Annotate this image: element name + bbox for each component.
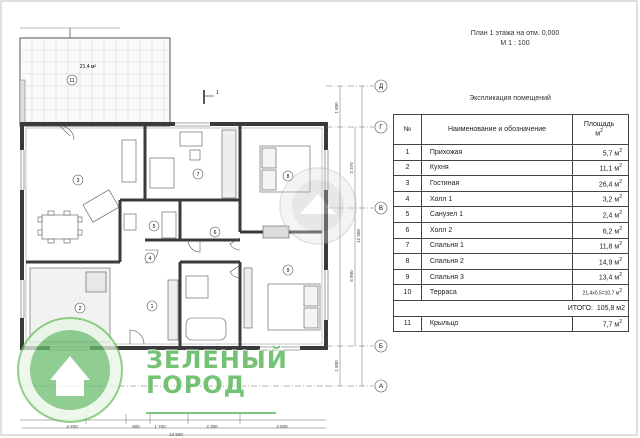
svg-text:5 800: 5 800	[349, 270, 354, 282]
watermark-text: ЗЕЛЕНЫЙ ГОРОД	[146, 346, 288, 399]
svg-text:4 200: 4 200	[66, 424, 78, 429]
header-num: №	[393, 114, 422, 145]
header-name: Наименование и обозначение	[420, 114, 574, 145]
svg-text:1 800: 1 800	[334, 102, 339, 114]
room-label: 4	[149, 256, 152, 262]
total-value: 105,8 м2	[596, 304, 625, 312]
room-label: 7	[197, 172, 200, 178]
explication-title: Экспликация помещений	[469, 95, 551, 102]
svg-text:12 900: 12 900	[356, 229, 361, 243]
plan-scale: М 1 : 100	[500, 40, 530, 47]
svg-text:Б: Б	[379, 344, 383, 350]
windows	[20, 122, 329, 351]
svg-text:2 300: 2 300	[206, 424, 218, 429]
room-label: 2	[79, 306, 82, 312]
exterior-walls	[20, 122, 328, 350]
watermark-underline	[146, 412, 276, 414]
axis-letters: Д Г В Б А	[379, 84, 383, 390]
total-label: ИТОГО:	[567, 304, 593, 312]
watermark-logo-center	[279, 167, 357, 245]
room-label: 3	[77, 178, 80, 184]
svg-text:800: 800	[132, 424, 140, 429]
watermark-logo-left	[17, 317, 123, 423]
room-label: 6	[214, 230, 217, 236]
svg-text:12 500: 12 500	[169, 432, 183, 437]
room-labels: 1 2 3 4 5 6 7 8 9	[72, 168, 294, 314]
terrace-number: 11	[69, 78, 74, 84]
svg-text:А: А	[379, 384, 383, 390]
table-total-row: ИТОГО: 105,8 м2	[393, 299, 629, 317]
svg-text:В: В	[379, 206, 383, 212]
dimension-labels: 1 800 3 370 12 900 5 800 1 800 4 200 800…	[66, 102, 361, 437]
svg-text:1 800: 1 800	[334, 360, 339, 372]
section-mark: 1	[203, 90, 219, 104]
axis-bubbles	[374, 79, 388, 393]
room-label: 9	[287, 268, 290, 274]
plan-title: План 1 этажа на отм. 0,000	[470, 30, 560, 37]
room-label: 5	[153, 224, 156, 230]
furniture	[29, 129, 321, 343]
svg-text:3 500: 3 500	[276, 424, 288, 429]
svg-text:Д: Д	[379, 84, 383, 90]
svg-text:Г: Г	[379, 125, 383, 131]
room-label: 8	[287, 174, 290, 180]
plan-title-block: План 1 этажа на отм. 0,000 М 1 : 100	[440, 29, 590, 49]
terrace: 11 21,4 м²	[19, 27, 171, 127]
room-label: 1	[151, 304, 154, 310]
terrace-area-label: 21,4 м²	[80, 64, 97, 70]
svg-text:3 370: 3 370	[349, 162, 354, 174]
svg-text:1: 1	[216, 90, 219, 96]
svg-text:1 700: 1 700	[154, 424, 166, 429]
interior-walls	[26, 126, 322, 346]
